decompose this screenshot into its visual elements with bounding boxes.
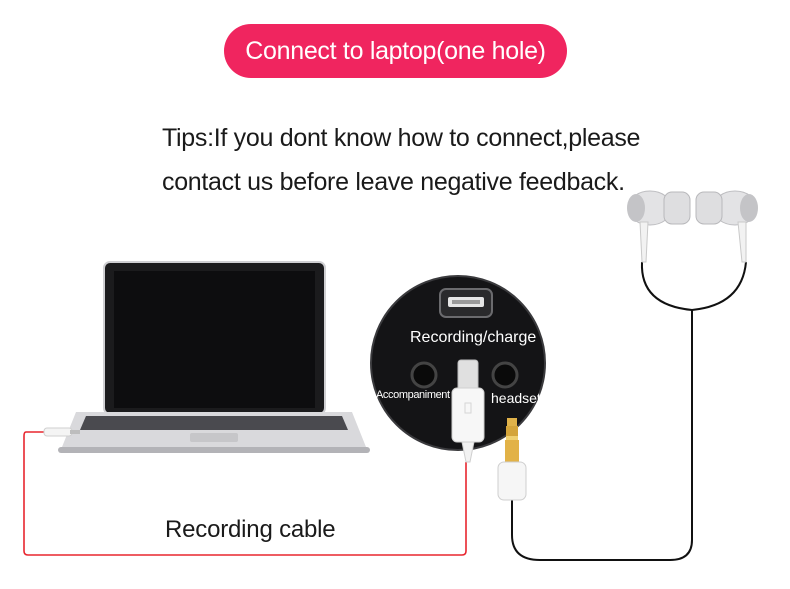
tips-line-2: contact us before leave negative feedbac… (162, 168, 625, 196)
headset-jack-icon (491, 361, 519, 389)
laptop-audio-plug-icon (43, 427, 80, 437)
earphones-icon (511, 190, 758, 561)
audio-plug-icon (497, 418, 527, 501)
headset-label: headset (491, 390, 541, 406)
recording-cable (23, 431, 467, 556)
accompaniment-jack-icon (410, 361, 438, 389)
accompaniment-label: Accompaniment (376, 389, 450, 401)
recording-charge-label: Recording/charge (410, 329, 537, 346)
laptop-icon (58, 261, 370, 453)
usb-cable-icon (451, 359, 485, 463)
recording-cable-label: Recording cable (165, 516, 336, 543)
tips-line-1: Tips:If you dont know how to connect,ple… (162, 124, 641, 152)
connect-banner: Connect to laptop(one hole) (224, 24, 567, 78)
